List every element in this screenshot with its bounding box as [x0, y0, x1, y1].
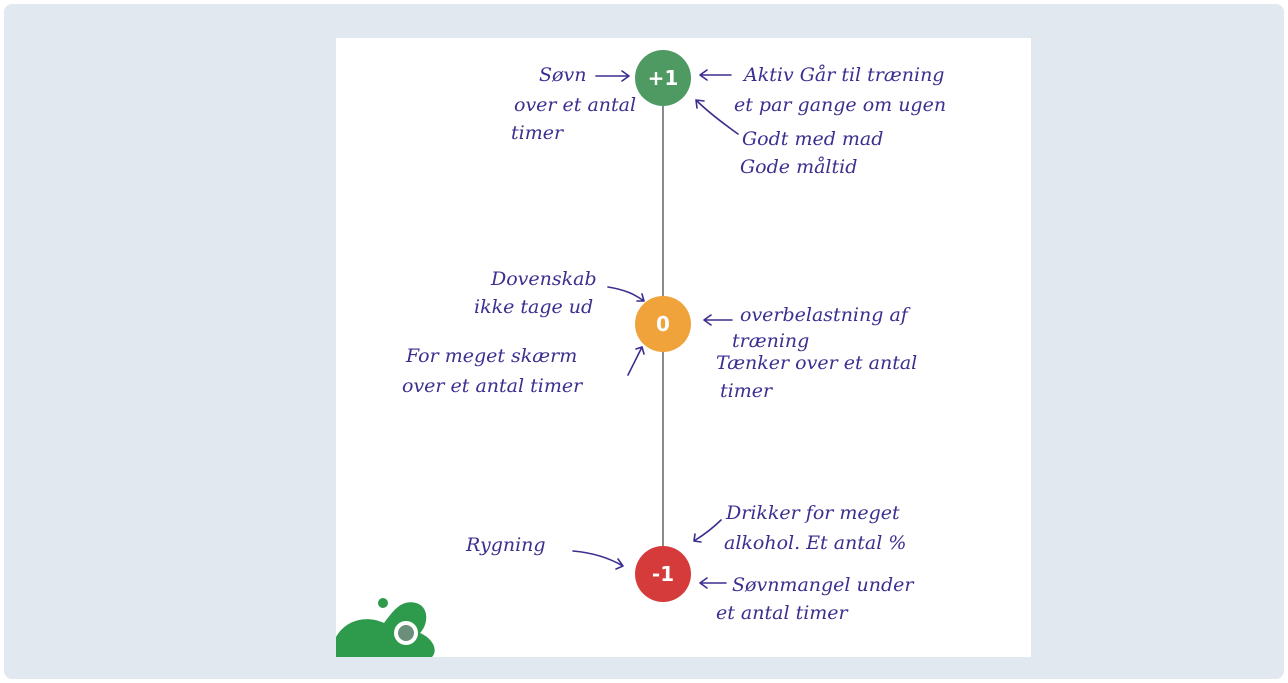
arrow-dovenskab [607, 286, 645, 302]
arrow-skaerm [627, 346, 645, 376]
note-dovenskab-2: ikke tage ud [474, 296, 594, 318]
annotation-arrows [572, 69, 739, 589]
note-dovenskab-1: Dovenskab [491, 268, 597, 290]
note-mad-2: Gode måltid [740, 156, 858, 178]
negative-node: -1 [635, 546, 691, 602]
note-aktiv-2: et par gange om ugen [734, 94, 947, 116]
handwritten-diagram: +1 0 -1 Søvn over et antal timer Aktiv G… [336, 38, 1031, 657]
note-aktiv-1: Aktiv Går til træning [744, 64, 945, 86]
note-rygning: Rygning [466, 534, 546, 556]
arrow-overbelastning [703, 314, 733, 326]
note-sovn: Søvn [539, 64, 587, 86]
figure-frame: +1 0 -1 Søvn over et antal timer Aktiv G… [4, 4, 1284, 679]
note-drikker-2: alkohol. Et antal % [724, 532, 907, 554]
note-tanker-2: timer [720, 380, 773, 402]
arrow-sovn [595, 70, 630, 82]
arrow-rygning [572, 550, 624, 570]
arrow-sovnmangel [699, 577, 727, 589]
neutral-node: 0 [635, 296, 691, 352]
arrow-drikker [693, 519, 722, 543]
arrow-mad [695, 99, 739, 135]
note-drikker-1: Drikker for meget [726, 502, 900, 524]
note-sovnmangel-1: Søvnmangel under [732, 574, 914, 596]
note-sovn-detail-2: timer [511, 122, 564, 144]
note-skaerm-2: over et antal timer [402, 375, 583, 397]
note-overbelastning-2: træning [732, 330, 810, 352]
note-tanker-1: Tænker over et antal [716, 352, 918, 374]
note-mad-1: Godt med mad [742, 128, 884, 150]
note-skaerm-1: For meget skærm [406, 345, 578, 367]
positive-node: +1 [635, 50, 691, 106]
arrow-aktiv [699, 69, 732, 81]
note-sovn-detail-1: over et antal [514, 94, 637, 116]
note-sovnmangel-2: et antal timer [716, 602, 848, 624]
note-overbelastning-1: overbelastning af [740, 304, 908, 326]
brand-logo-icon [336, 598, 435, 657]
